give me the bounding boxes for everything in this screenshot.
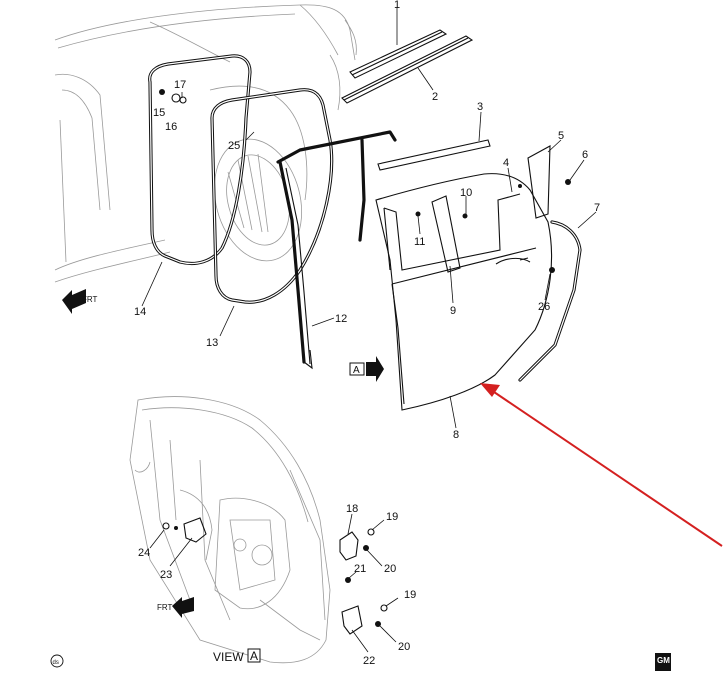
callout-9: 9 [450, 305, 456, 317]
view-box-letter: A [250, 649, 258, 663]
callout-7: 7 [594, 202, 600, 214]
callout-19b: 19 [404, 589, 416, 601]
view-marker-letter: A [353, 365, 360, 376]
door-hinges-and-check [162, 517, 388, 635]
weatherstrip-14 [148, 54, 252, 266]
view-arrow-icon [366, 356, 384, 382]
view-a-caption: VIEW A [213, 648, 261, 664]
callout-6: 6 [582, 149, 588, 161]
callout-20b: 20 [398, 641, 410, 653]
rear-door-8 [375, 173, 553, 411]
callout-11: 11 [414, 236, 425, 248]
callout-10: 10 [460, 187, 472, 199]
weatherstrip-13 [210, 88, 334, 304]
callout-13: 13 [206, 337, 218, 349]
belt-molding-1 [349, 29, 448, 79]
callout-2: 2 [432, 91, 438, 103]
callout-22: 22 [363, 655, 375, 667]
front-arrow-icon: FRT [157, 597, 194, 618]
callout-18: 18 [346, 503, 358, 515]
fasteners [159, 89, 571, 273]
callout-14: 14 [134, 306, 146, 318]
callout-26: 26 [538, 301, 550, 313]
callout-20a: 20 [384, 563, 396, 575]
window-channel-12 [276, 130, 397, 370]
callout-8: 8 [453, 429, 459, 441]
gm-logo-icon: GM [655, 653, 671, 671]
reveal-molding-3 [377, 139, 491, 171]
front-arrow-icon: FRT [62, 289, 98, 314]
edge-seal-7 [518, 220, 582, 382]
vehicle-body-outline [54, 4, 357, 283]
callout-23: 23 [160, 569, 172, 581]
applique-5 [527, 145, 551, 219]
logo-top-text: GM [657, 656, 670, 665]
callout-labels: 1 2 3 4 5 6 7 8 9 10 11 12 13 14 15 16 1… [134, 0, 600, 667]
callout-24: 24 [138, 547, 150, 559]
view-a-marker: A [349, 356, 384, 382]
view-label: VIEW [213, 650, 244, 664]
callout-5: 5 [558, 130, 564, 142]
red-pointer-arrow-icon [480, 383, 723, 547]
callout-4: 4 [503, 157, 509, 169]
callout-16: 16 [165, 121, 177, 133]
leader-lines [141, 8, 597, 653]
callout-17: 17 [174, 79, 186, 91]
ds-mark-text: ds [53, 660, 59, 666]
callout-19a: 19 [386, 511, 398, 523]
applique-9 [431, 195, 461, 273]
front-label-bottom: FRT [157, 603, 173, 612]
belt-molding-2 [341, 35, 474, 104]
callout-15: 15 [153, 107, 165, 119]
callout-1: 1 [394, 0, 400, 11]
ds-mark-icon: ds [50, 654, 64, 668]
inner-door-structure [129, 396, 331, 664]
callout-21: 21 [354, 563, 366, 575]
callout-25: 25 [228, 140, 240, 152]
callout-3: 3 [477, 101, 483, 113]
front-label-top: FRT [82, 295, 98, 304]
callout-12: 12 [335, 313, 347, 325]
